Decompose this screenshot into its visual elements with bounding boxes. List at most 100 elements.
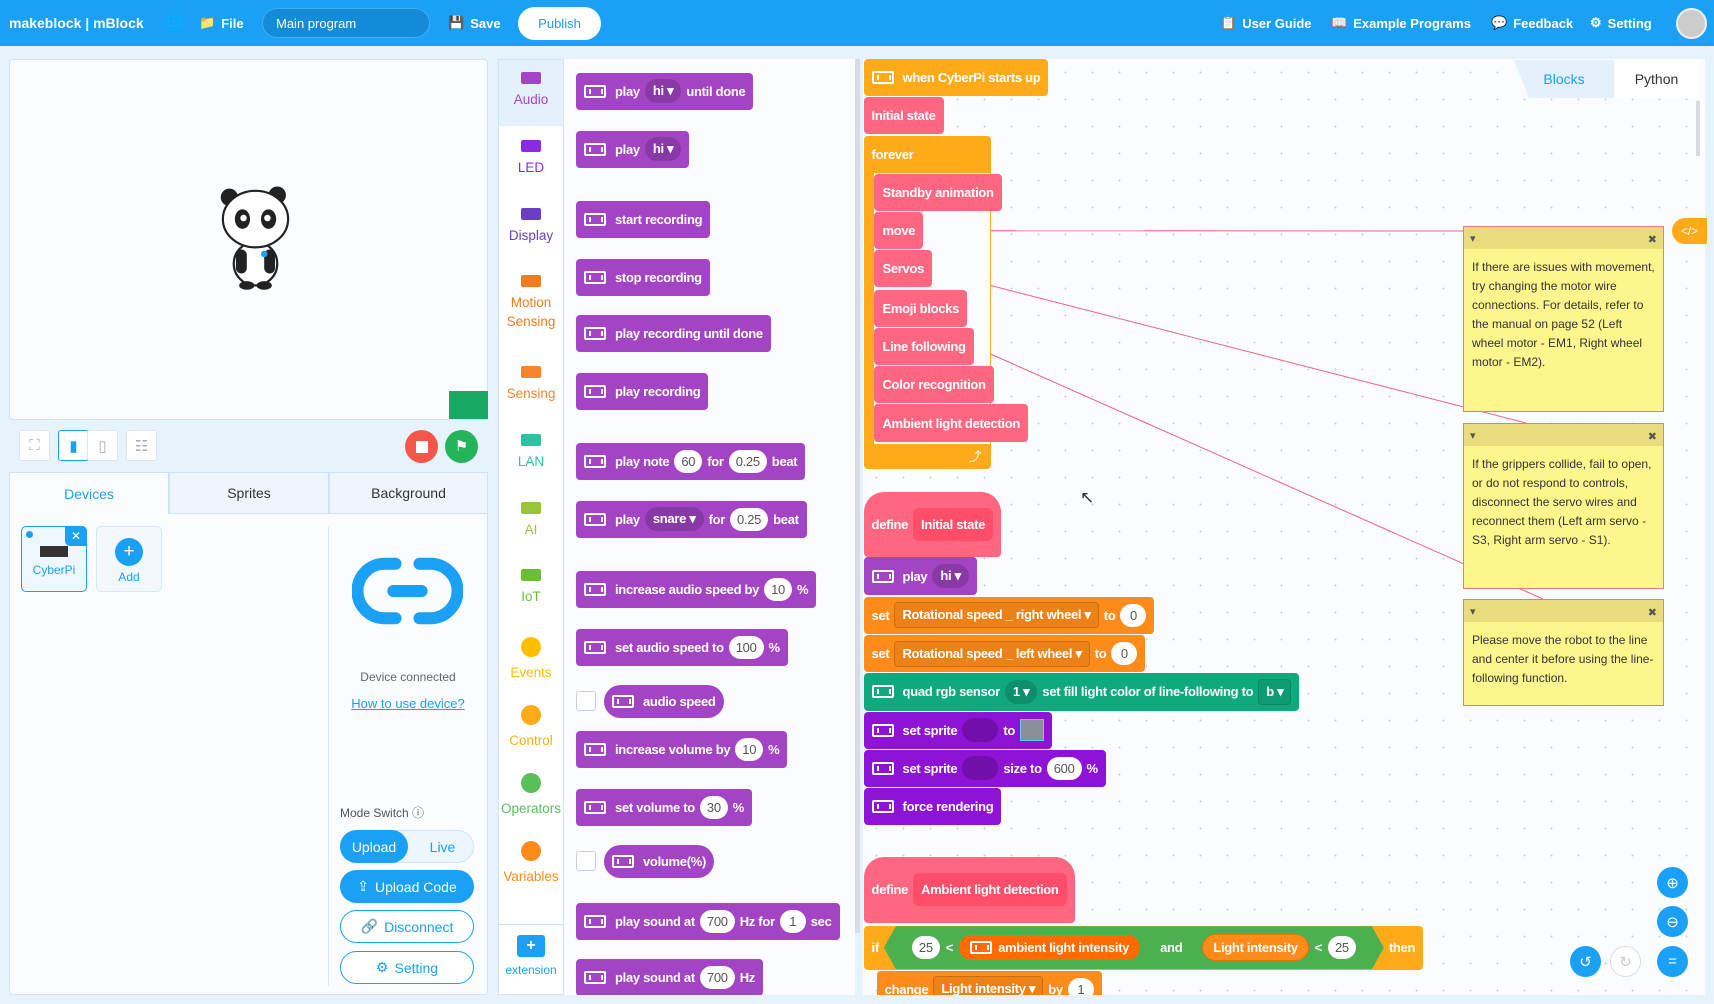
monitor-checkbox[interactable] — [576, 691, 596, 711]
redo-icon[interactable]: ↻ — [1610, 946, 1641, 977]
file-menu[interactable]: 📁File — [199, 0, 244, 46]
zoom-out-icon[interactable]: ⊖ — [1657, 906, 1688, 937]
category-events[interactable]: Events — [498, 637, 564, 682]
dropdown[interactable]: hi — [644, 137, 682, 161]
palette-block[interactable]: audio speed — [604, 684, 724, 718]
number-input[interactable]: 0.25 — [730, 507, 769, 531]
layout-small-stage-button[interactable]: ▯ — [87, 430, 118, 461]
number-input[interactable]: 0.25 — [728, 449, 767, 473]
example-programs-link[interactable]: 📖Example Programs — [1331, 0, 1471, 46]
comment-note[interactable]: ▾✖If there are issues with movement, try… — [1463, 226, 1664, 412]
publish-button[interactable]: Publish — [518, 6, 601, 40]
device-cyberpi[interactable]: ✕ CyberPi — [21, 526, 87, 592]
disconnect-button[interactable]: 🔗Disconnect — [340, 910, 474, 943]
category-sensing[interactable]: Sensing — [498, 366, 564, 403]
collapse-caret-icon[interactable]: ▾ — [1470, 430, 1476, 442]
tab-python[interactable]: Python — [1614, 60, 1699, 98]
close-icon[interactable]: ✖ — [1647, 431, 1657, 443]
number-input[interactable]: 30 — [699, 795, 728, 819]
fullscreen-button[interactable]: ⛶ — [19, 430, 50, 461]
script-block[interactable]: force rendering — [863, 788, 1002, 826]
close-icon[interactable]: ✖ — [1647, 234, 1657, 246]
remove-device-icon[interactable]: ✕ — [65, 526, 87, 546]
dropdown[interactable]: hi — [644, 79, 682, 103]
category-iot[interactable]: IoT — [498, 569, 564, 606]
category-display[interactable]: Display — [498, 208, 564, 245]
script-block[interactable]: Servos — [874, 250, 933, 288]
number-input[interactable]: 700 — [699, 965, 735, 989]
number-input[interactable]: 25 — [912, 936, 940, 959]
category-control[interactable]: Control — [498, 705, 564, 750]
script-block[interactable]: Color recognition — [874, 366, 994, 404]
avatar[interactable] — [1676, 7, 1707, 39]
number-input[interactable]: 10 — [764, 577, 792, 601]
dropdown[interactable]: 1 — [1004, 679, 1038, 704]
zoom-reset-icon[interactable]: = — [1657, 946, 1688, 977]
script-block[interactable]: Standby animation — [874, 173, 1002, 211]
number-input[interactable]: 600 — [1046, 756, 1082, 780]
number-input[interactable]: 25 — [1328, 936, 1356, 959]
variable-dropdown[interactable]: Rotational speed _ left wheel — [894, 640, 1090, 667]
stage[interactable] — [9, 59, 488, 420]
number-input[interactable]: 700 — [699, 909, 735, 933]
mode-live-option[interactable]: Live — [429, 839, 456, 855]
comment-note[interactable]: ▾✖If the grippers collide, fail to open,… — [1463, 423, 1664, 589]
script-block[interactable]: Ambient light detection — [874, 404, 1029, 442]
costume-thumbnail[interactable] — [1020, 719, 1045, 742]
number-input[interactable]: 1 — [1067, 977, 1094, 995]
number-input[interactable]: 100 — [728, 635, 764, 659]
number-input[interactable]: 0 — [1120, 603, 1147, 627]
empty-slot[interactable] — [962, 756, 999, 781]
panda-sprite[interactable] — [212, 182, 299, 291]
category-lan[interactable]: LAN — [498, 434, 564, 471]
script-block[interactable]: when CyberPi starts up — [863, 59, 1049, 97]
tab-blocks[interactable]: Blocks — [1514, 60, 1614, 98]
dropdown[interactable]: hi — [932, 564, 969, 589]
palette-block[interactable]: playhiuntil done — [576, 72, 754, 110]
category-ai[interactable]: AI — [498, 502, 564, 539]
setting-menu[interactable]: ⚙Setting — [1590, 0, 1652, 46]
number-input[interactable]: 10 — [735, 737, 764, 761]
category-motion-sensing[interactable]: Motion Sensing — [498, 275, 564, 331]
grid-view-button[interactable]: ☷ — [126, 430, 157, 461]
script-block[interactable]: move — [874, 212, 924, 250]
comment-header[interactable]: ▾✖ — [1464, 600, 1663, 622]
palette-scrollbar[interactable] — [855, 59, 860, 933]
palette-block[interactable]: volume(%) — [604, 844, 715, 878]
script-block[interactable]: quad rgb sensor1set fill light color of … — [863, 673, 1300, 711]
upload-code-button[interactable]: ⇪Upload Code — [340, 870, 474, 903]
comment-header[interactable]: ▾✖ — [1464, 424, 1663, 446]
save-button[interactable]: 💾Save — [448, 0, 501, 46]
palette-block[interactable]: stop recording — [576, 258, 710, 296]
stop-button[interactable] — [405, 430, 438, 463]
dropdown[interactable]: snare — [644, 507, 704, 531]
number-input[interactable]: 1 — [779, 909, 806, 933]
globe-icon[interactable]: 🌐 — [164, 15, 184, 32]
script-block[interactable]: forever — [863, 135, 922, 173]
script-block[interactable]: Initial state — [863, 97, 944, 135]
category-variables[interactable]: Variables — [498, 841, 564, 886]
add-device-button[interactable]: + Add — [96, 526, 162, 592]
number-input[interactable]: 0 — [1111, 642, 1138, 666]
comment-header[interactable]: ▾✖ — [1464, 227, 1663, 249]
category-led[interactable]: LED — [498, 140, 564, 177]
layout-large-stage-button[interactable]: ▮ — [58, 430, 89, 461]
tab-devices[interactable]: Devices — [9, 472, 169, 514]
feedback-link[interactable]: 💬Feedback — [1491, 0, 1573, 46]
mode-switch-toggle[interactable]: Upload Live — [340, 830, 474, 863]
script-scrollbar[interactable] — [1696, 101, 1700, 156]
script-block[interactable]: Line following — [874, 327, 974, 366]
program-name-input[interactable]: Main program — [262, 8, 430, 38]
code-view-toggle-icon[interactable]: </> — [1672, 218, 1707, 244]
